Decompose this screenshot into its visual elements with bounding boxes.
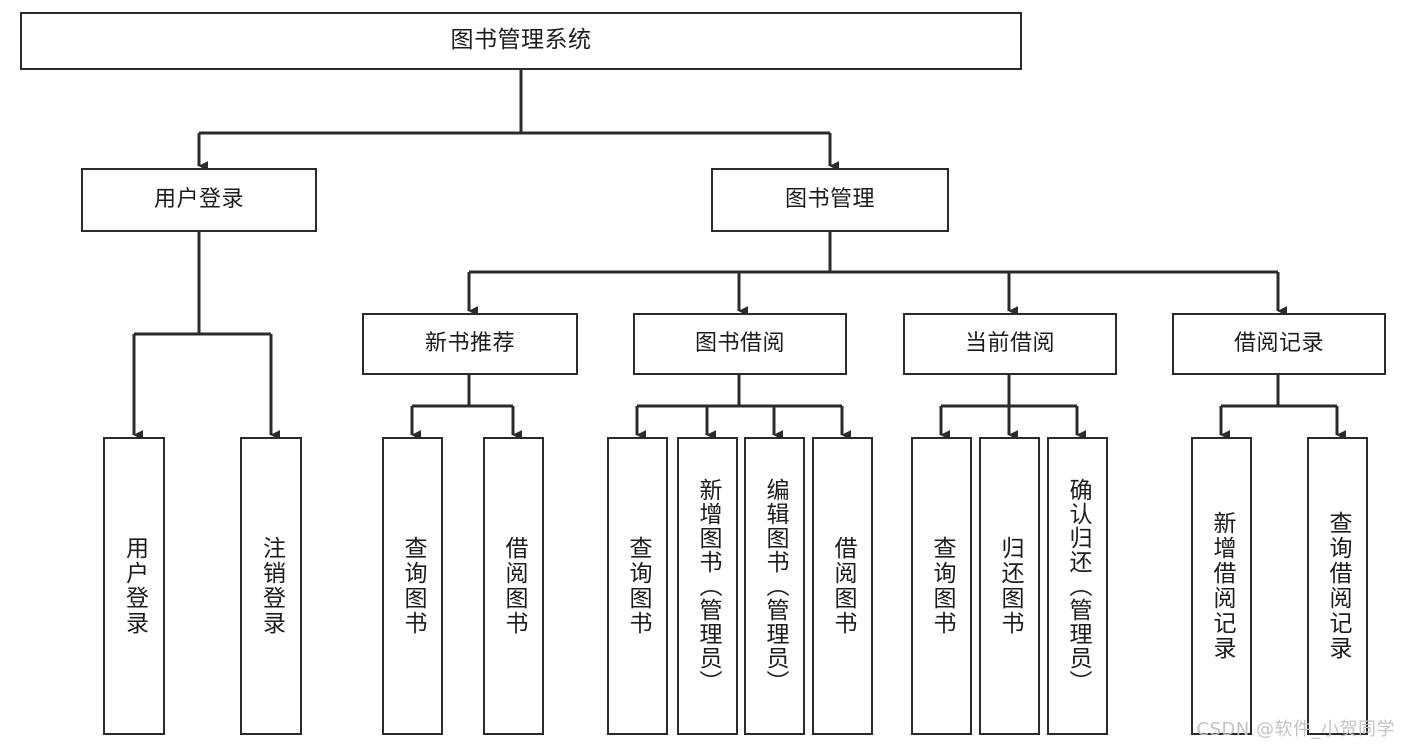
node-leaf-add-record-label: 新增借阅记录	[1209, 511, 1235, 661]
node-current-borrow[interactable]: 当前借阅	[903, 313, 1117, 375]
node-leaf-add-record[interactable]: 新增借阅记录	[1191, 437, 1252, 735]
node-leaf-user-login[interactable]: 用户登录	[103, 437, 165, 735]
node-leaf-query-book-3[interactable]: 查询图书	[911, 437, 972, 735]
node-borrow-record[interactable]: 借阅记录	[1172, 313, 1386, 375]
node-leaf-query-record[interactable]: 查询借阅记录	[1307, 437, 1368, 735]
node-book-borrow-label: 图书借阅	[694, 330, 785, 356]
node-user-login-label: 用户登录	[153, 186, 244, 212]
node-leaf-confirm-return[interactable]: 确认归还（管理员）	[1047, 437, 1108, 735]
node-leaf-user-logout[interactable]: 注销登录	[240, 437, 302, 735]
node-leaf-query-book-2-label: 查询图书	[625, 536, 651, 636]
node-book-management-label: 图书管理	[784, 186, 875, 212]
node-user-login[interactable]: 用户登录	[81, 168, 317, 232]
node-leaf-borrow-book-1-label: 借阅图书	[501, 536, 527, 636]
node-leaf-return-book-label: 归还图书	[997, 536, 1023, 636]
node-new-book-recommend[interactable]: 新书推荐	[362, 313, 578, 375]
node-root[interactable]: 图书管理系统	[20, 12, 1022, 70]
node-leaf-confirm-return-label: 确认归还（管理员）	[1065, 478, 1091, 694]
node-leaf-query-record-label: 查询借阅记录	[1325, 511, 1351, 661]
node-leaf-edit-book[interactable]: 编辑图书（管理员）	[744, 437, 805, 735]
node-root-label: 图书管理系统	[450, 27, 592, 54]
node-leaf-borrow-book-2-label: 借阅图书	[830, 536, 856, 636]
node-leaf-borrow-book-2[interactable]: 借阅图书	[812, 437, 873, 735]
node-leaf-add-book-label: 新增图书（管理员）	[695, 478, 721, 694]
node-leaf-query-book-2[interactable]: 查询图书	[607, 437, 668, 735]
node-leaf-borrow-book-1[interactable]: 借阅图书	[483, 437, 544, 735]
node-leaf-user-login-label: 用户登录	[121, 536, 148, 636]
node-leaf-query-book-1[interactable]: 查询图书	[382, 437, 443, 735]
node-leaf-edit-book-label: 编辑图书（管理员）	[762, 478, 788, 694]
node-borrow-record-label: 借阅记录	[1233, 330, 1324, 356]
node-leaf-query-book-3-label: 查询图书	[929, 536, 955, 636]
node-leaf-query-book-1-label: 查询图书	[400, 536, 426, 636]
node-leaf-user-logout-label: 注销登录	[258, 536, 285, 636]
node-book-management[interactable]: 图书管理	[711, 168, 949, 232]
node-leaf-return-book[interactable]: 归还图书	[979, 437, 1040, 735]
node-leaf-add-book[interactable]: 新增图书（管理员）	[677, 437, 738, 735]
node-new-book-recommend-label: 新书推荐	[424, 330, 515, 356]
node-current-borrow-label: 当前借阅	[964, 330, 1055, 356]
node-book-borrow[interactable]: 图书借阅	[633, 313, 847, 375]
